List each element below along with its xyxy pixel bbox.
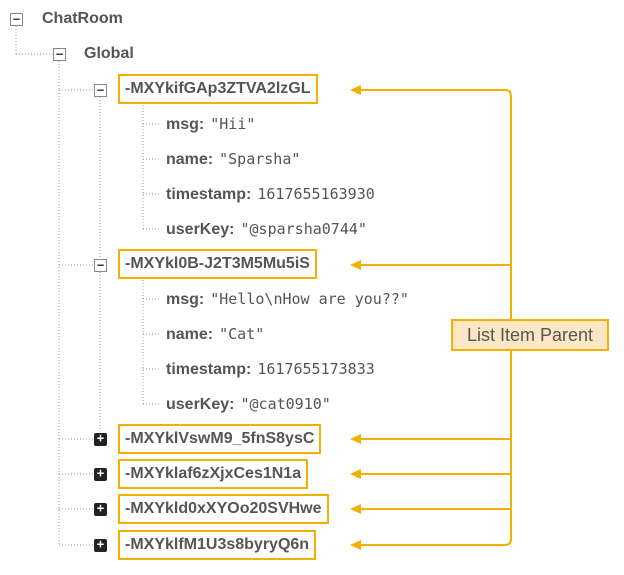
field-name: msg: <box>166 291 205 308</box>
field-name: msg: <box>166 116 205 133</box>
list-item-key[interactable]: -MXYkld0xXYOo20SVHwe <box>118 494 329 524</box>
expand-toggle-icon[interactable]: + <box>94 467 107 481</box>
field-value[interactable]: "@sparsha0744" <box>240 220 367 238</box>
expand-toggle-icon[interactable]: + <box>94 538 107 552</box>
tree-node-root[interactable]: ChatRoom <box>42 10 123 27</box>
collapse-toggle-icon[interactable]: − <box>10 13 23 26</box>
field-row[interactable]: timestamp: 1617655173833 <box>166 359 375 379</box>
field-name: name: <box>166 326 214 343</box>
list-item-key[interactable]: -MXYklfM1U3s8byryQ6n <box>118 530 317 560</box>
collapse-toggle-icon[interactable]: − <box>94 84 107 97</box>
field-name: timestamp: <box>166 186 252 203</box>
list-item-key[interactable]: -MXYkl0B-J2T3M5Mu5iS <box>118 249 317 279</box>
list-item-key[interactable]: -MXYklVswM9_5fnS8ysC <box>118 424 322 454</box>
field-name: name: <box>166 151 214 168</box>
expand-toggle-icon[interactable]: + <box>94 502 107 516</box>
field-name: timestamp: <box>166 361 252 378</box>
field-name: userKey: <box>166 221 235 238</box>
field-row[interactable]: userKey: "@cat0910" <box>166 394 331 414</box>
field-name: userKey: <box>166 396 235 413</box>
collapse-toggle-icon[interactable]: − <box>94 259 107 272</box>
field-value[interactable]: "Hello\nHow are you??" <box>210 290 409 308</box>
list-item-key[interactable]: -MXYklaf6zXjxCes1N1a <box>118 459 309 489</box>
tree-node-global[interactable]: Global <box>84 45 134 62</box>
field-value[interactable]: 1617655163930 <box>257 185 375 203</box>
field-value[interactable]: 1617655173833 <box>257 360 375 378</box>
field-value[interactable]: "Hii" <box>210 115 256 133</box>
field-row[interactable]: timestamp: 1617655163930 <box>166 184 375 204</box>
field-row[interactable]: msg: "Hii" <box>166 114 255 134</box>
field-value[interactable]: "Cat" <box>219 325 265 343</box>
collapse-toggle-icon[interactable]: − <box>53 48 66 61</box>
field-row[interactable]: name: "Cat" <box>166 324 264 344</box>
list-item-key[interactable]: -MXYkifGAp3ZTVA2lzGL <box>118 74 318 104</box>
field-row[interactable]: msg: "Hello\nHow are you??" <box>166 289 409 309</box>
field-value[interactable]: "Sparsha" <box>219 150 301 168</box>
field-row[interactable]: userKey: "@sparsha0744" <box>166 219 367 239</box>
arrowheads <box>350 85 361 550</box>
callout-arrows <box>352 89 512 546</box>
field-value[interactable]: "@cat0910" <box>240 395 331 413</box>
callout-label: List Item Parent <box>451 319 609 351</box>
expand-toggle-icon[interactable]: + <box>94 432 107 446</box>
field-row[interactable]: name: "Sparsha" <box>166 149 300 169</box>
